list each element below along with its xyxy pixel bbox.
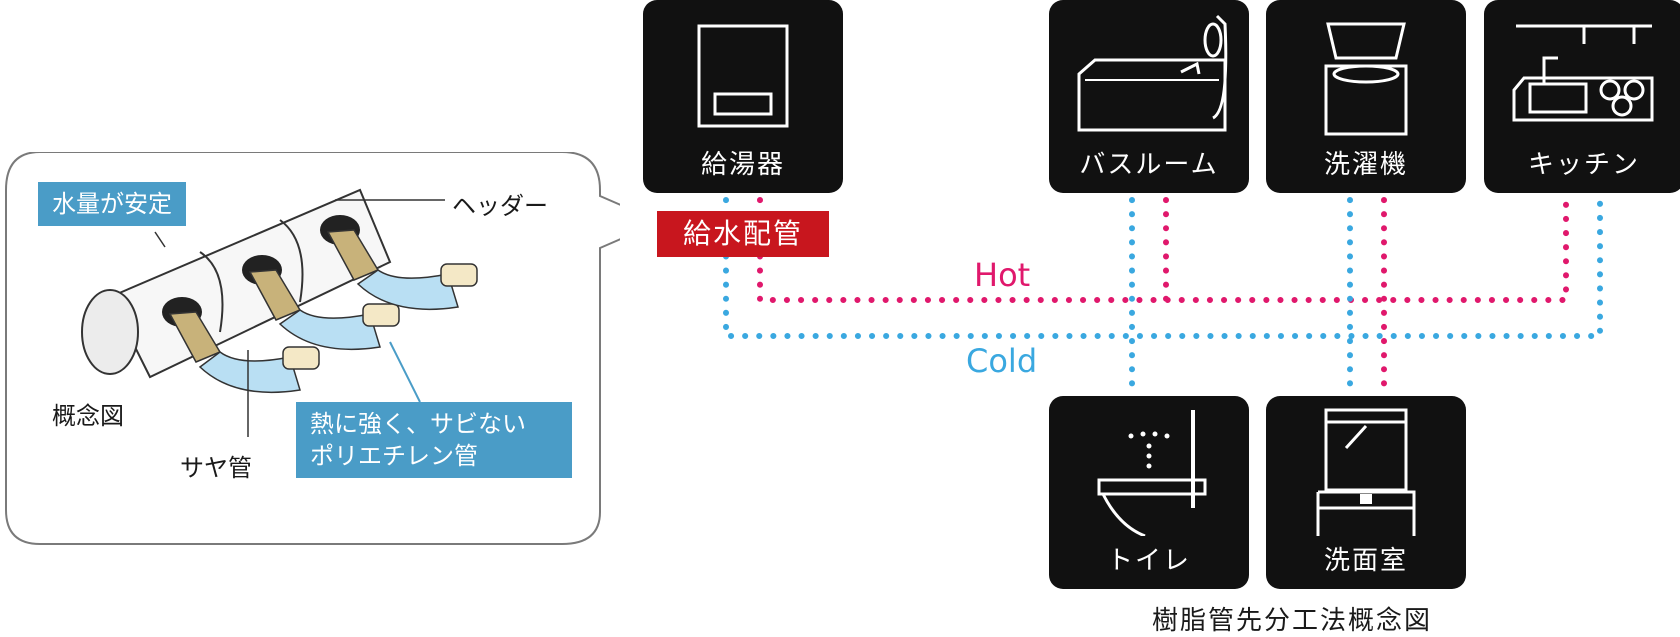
tile-kitchen-label: キッチン — [1527, 150, 1640, 180]
tile-water-heater: 給湯器 — [643, 0, 843, 193]
cold-label: Cold — [966, 342, 1038, 380]
polyethylene-tag-line1: 熱に強く、サビない — [310, 410, 526, 438]
cold-pipe — [723, 197, 1603, 398]
bathtub-icon — [1077, 14, 1228, 132]
tile-toilet-label: トイレ — [1106, 546, 1191, 576]
tile-bathroom: バスルーム — [1049, 0, 1249, 193]
supply-pipe-badge: 給水配管 — [657, 211, 829, 257]
hot-label: Hot — [974, 256, 1031, 294]
water-heater-icon — [697, 24, 789, 128]
tile-bathroom-label: バスルーム — [1079, 150, 1219, 180]
tile-washroom: 洗面室 — [1266, 396, 1466, 589]
washing-machine-icon — [1324, 22, 1408, 136]
concept-label: 概念図 — [52, 402, 124, 430]
header-callout: 水量が安定 ヘッダー 概念図 サヤ管 熱に強く、サビない ポリエチレン管 — [0, 152, 620, 552]
tile-kitchen: キッチン — [1484, 0, 1680, 193]
hot-pipe — [757, 197, 1569, 388]
polyethylene-tag-line2: ポリエチレン管 — [310, 442, 478, 470]
tile-toilet: トイレ — [1049, 396, 1249, 589]
water-stable-tag: 水量が安定 — [38, 182, 186, 226]
header-illustration — [81, 188, 478, 437]
polyethylene-tag: 熱に強く、サビない ポリエチレン管 — [296, 402, 572, 478]
saya-pipe-label: サヤ管 — [180, 454, 252, 482]
tile-washer: 洗濯機 — [1266, 0, 1466, 193]
header-label: ヘッダー — [452, 192, 548, 220]
kitchen-icon — [1512, 24, 1654, 122]
toilet-icon — [1097, 410, 1207, 536]
diagram-caption: 樹脂管先分工法概念図 — [1152, 606, 1433, 636]
tile-washer-label: 洗濯機 — [1323, 150, 1408, 180]
vanity-icon — [1316, 408, 1416, 536]
tile-washroom-label: 洗面室 — [1323, 546, 1408, 576]
tile-water-heater-label: 給湯器 — [700, 150, 785, 180]
